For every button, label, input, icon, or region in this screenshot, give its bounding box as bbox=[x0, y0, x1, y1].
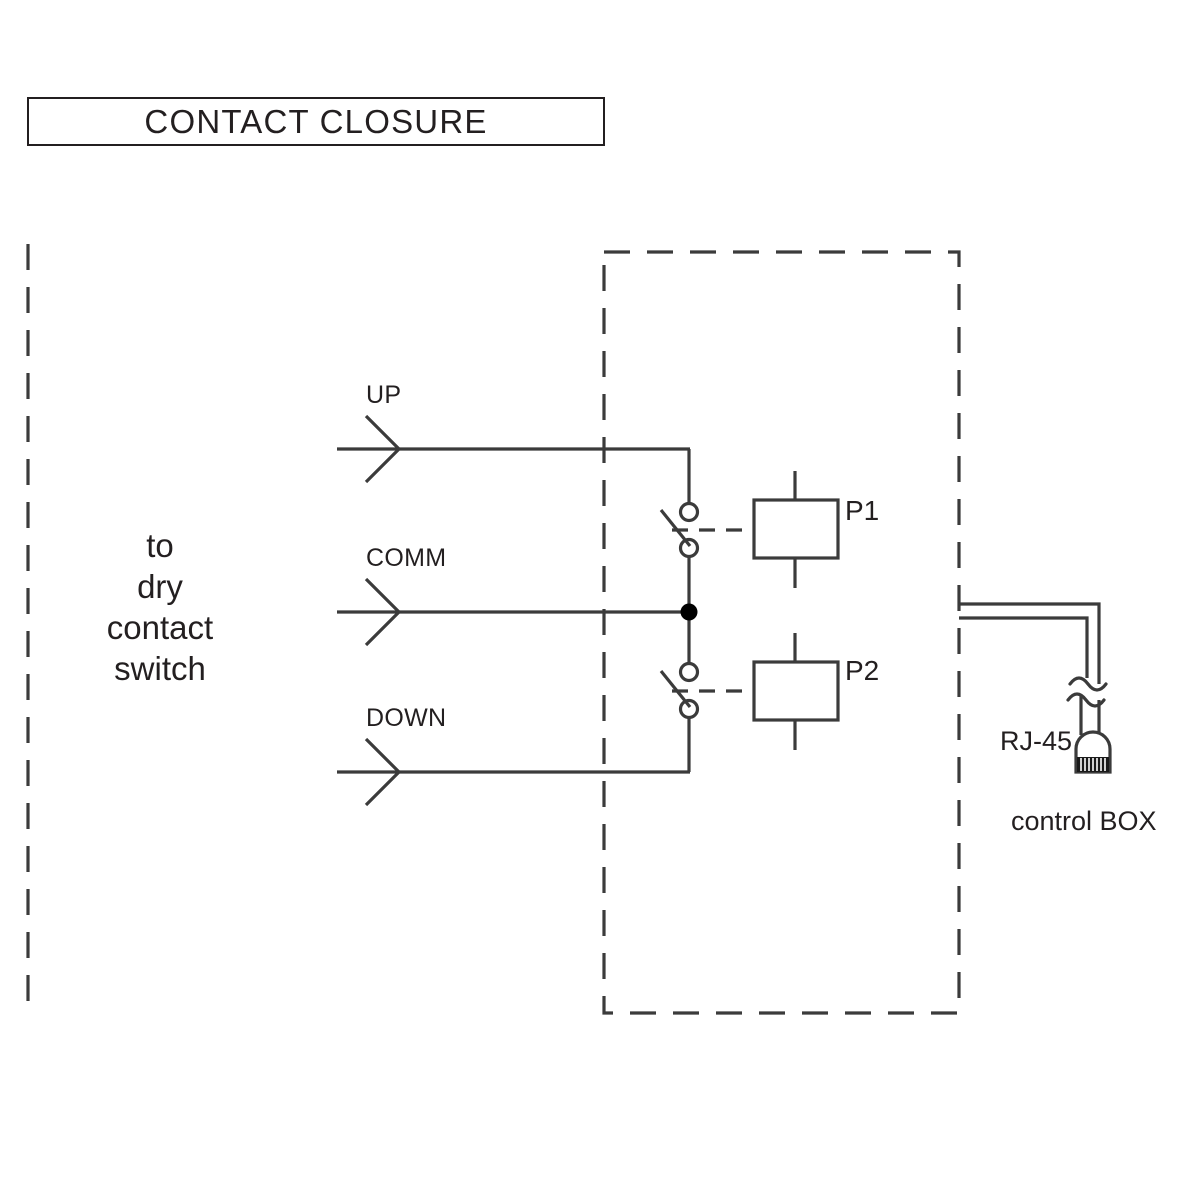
left-note-line-4: switch bbox=[114, 650, 206, 687]
label-relay-p1: P1 bbox=[845, 495, 880, 526]
switch-p2-upper-terminal[interactable] bbox=[678, 661, 700, 683]
label-control-box: control BOX bbox=[1011, 806, 1157, 836]
rj45-cable-inner-conductor bbox=[959, 616, 1089, 678]
comm-signal-arrowhead-icon bbox=[364, 577, 402, 647]
switch-p1-lower-terminal[interactable] bbox=[678, 537, 700, 559]
controller-enclosure-dashed-box bbox=[602, 250, 961, 1015]
rj45-cable-outer-conductor bbox=[959, 602, 1101, 684]
left-note-text: to dry contact switch bbox=[40, 525, 280, 689]
left-note-line-3: contact bbox=[106, 609, 214, 646]
left-note-line-1: to bbox=[146, 527, 174, 564]
title-box bbox=[27, 97, 605, 146]
switch-p2-blade[interactable] bbox=[659, 669, 692, 709]
switch-p1-upper-terminal[interactable] bbox=[678, 501, 700, 523]
down-signal-arrowhead-icon bbox=[364, 737, 402, 807]
label-up: UP bbox=[366, 381, 402, 409]
up-signal-arrowhead-icon bbox=[364, 414, 402, 484]
comm-junction-dot bbox=[680, 603, 698, 621]
page-title: CONTACT CLOSURE bbox=[144, 103, 488, 140]
relay-p2-body bbox=[752, 660, 840, 722]
label-comm: COMM bbox=[366, 544, 447, 572]
label-rj45: RJ-45 bbox=[1000, 726, 1073, 756]
cable-break-squiggle-upper-icon bbox=[1068, 676, 1108, 692]
rj45-connector-pins-icon bbox=[1080, 758, 1106, 771]
switch-p2-lower-terminal[interactable] bbox=[678, 698, 700, 720]
relay-p1-body bbox=[752, 498, 840, 560]
switch-p1-blade[interactable] bbox=[659, 508, 692, 548]
left-note-line-2: dry bbox=[137, 568, 183, 605]
cable-break-squiggle-lower-icon bbox=[1066, 692, 1106, 708]
label-relay-p2: P2 bbox=[845, 655, 880, 686]
label-down: DOWN bbox=[366, 704, 447, 732]
